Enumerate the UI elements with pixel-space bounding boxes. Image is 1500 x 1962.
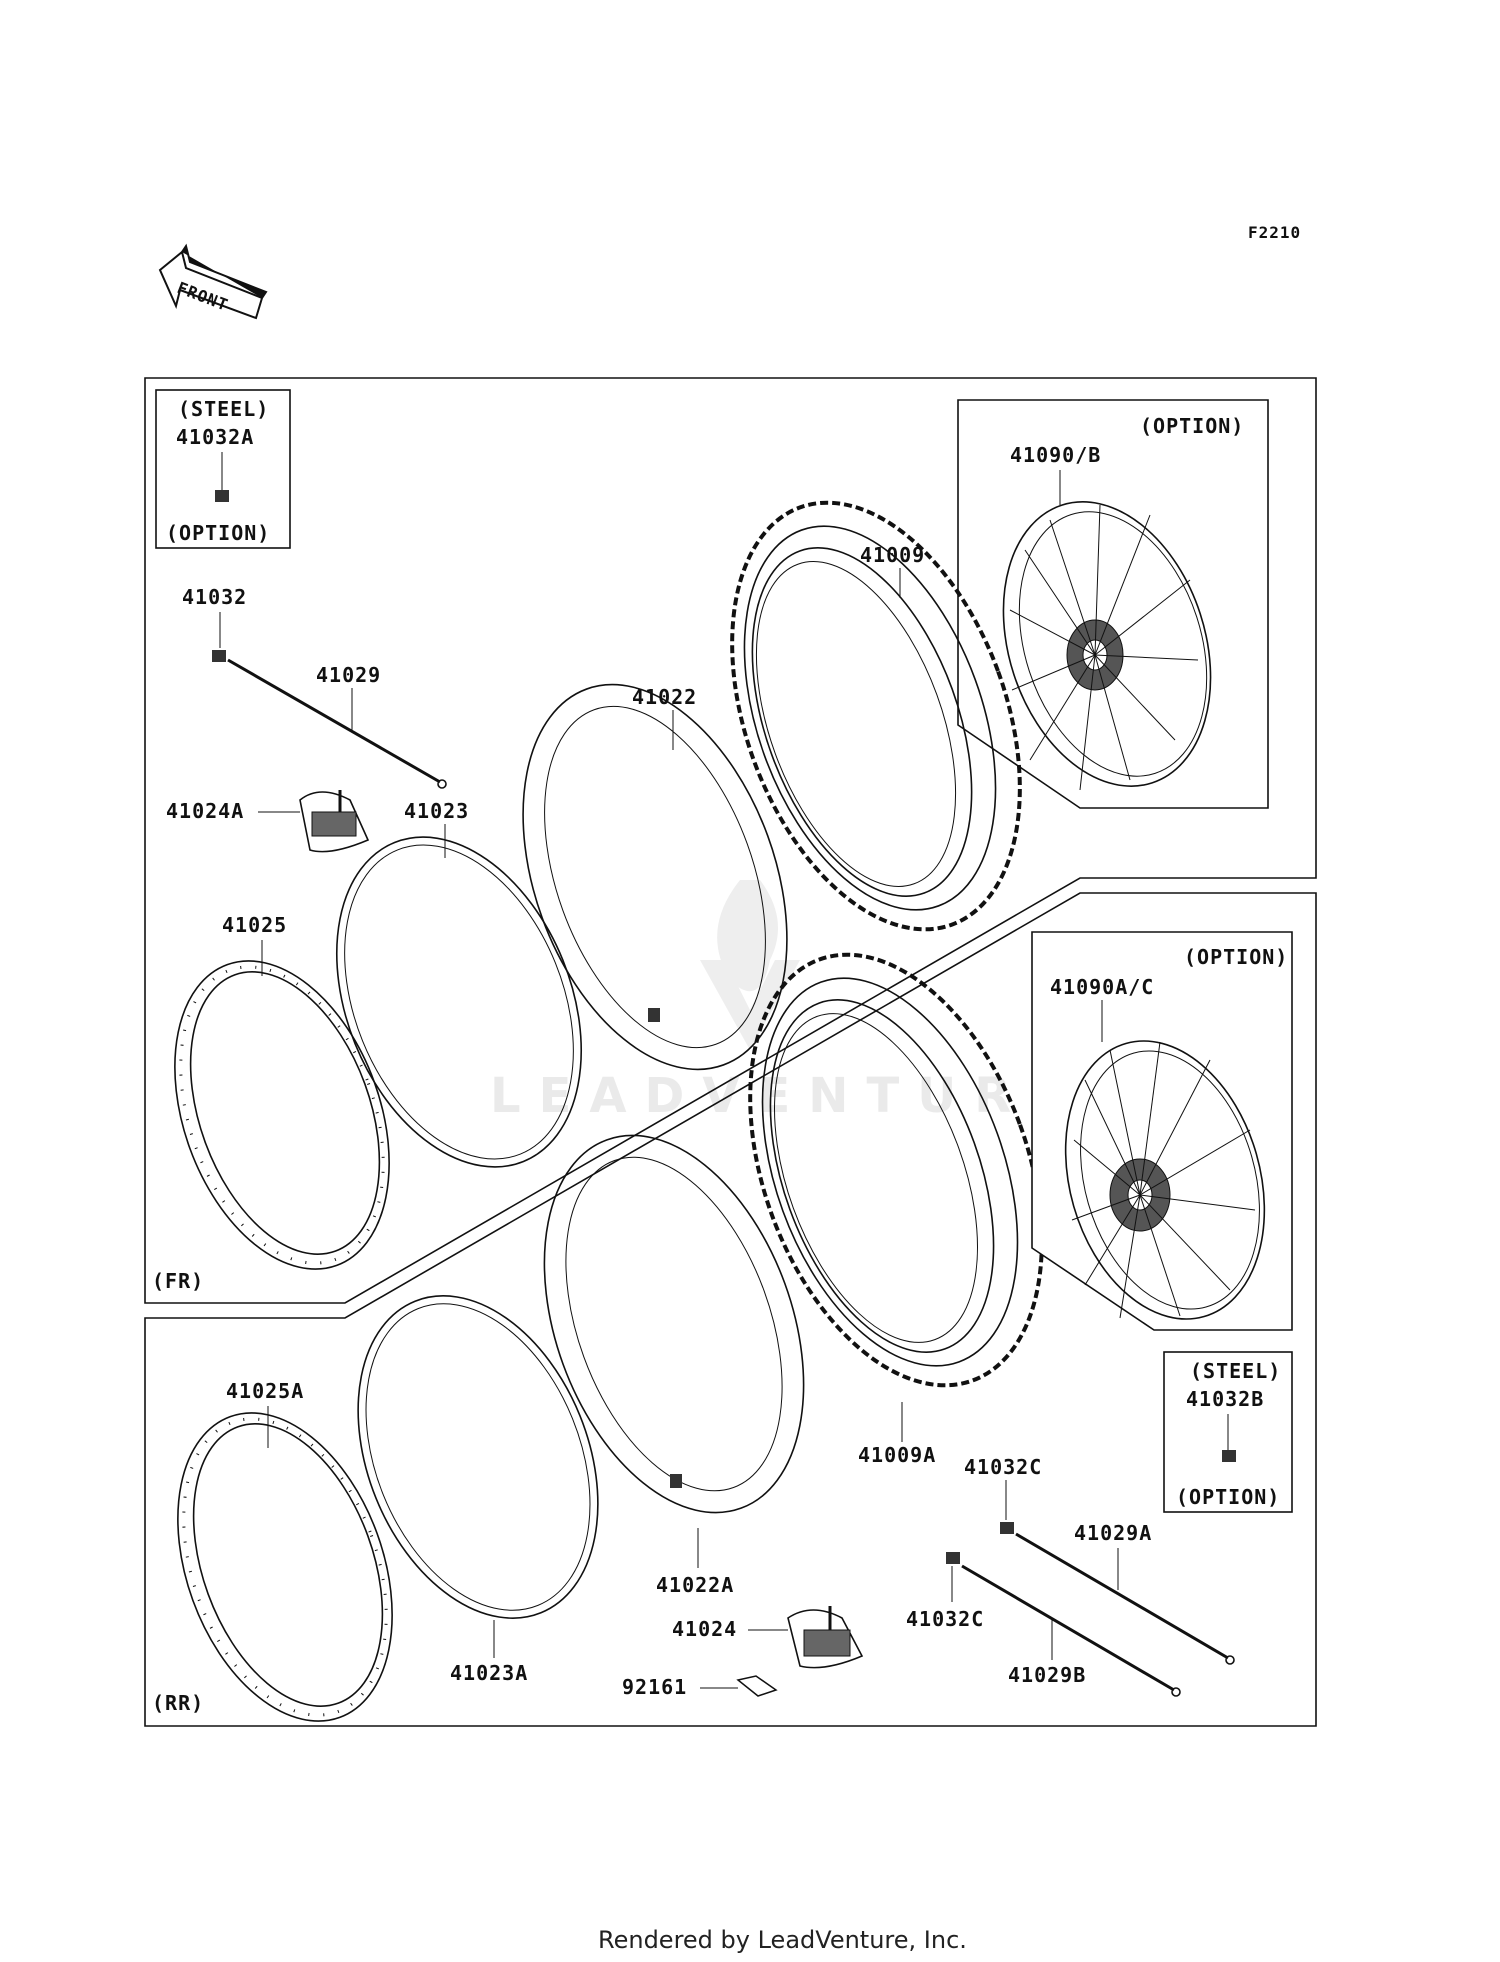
rear-tire-icon — [748, 952, 1044, 1388]
label-41029: 41029 — [316, 663, 381, 687]
rear-spoke-a-icon — [1015, 1532, 1235, 1665]
rear-option-box: (OPTION) 41090A/C — [1031, 931, 1293, 1331]
rim-lock-pad-icon — [736, 1675, 778, 1697]
label-41024A: 41024A — [166, 799, 244, 823]
watermark: LEADVENTURE — [490, 880, 1080, 1124]
front-steel-box: (STEEL) 41032A (OPTION) — [155, 389, 291, 549]
front-option-part: 41090/B — [1010, 443, 1101, 467]
label-41032C-top: 41032C — [964, 1455, 1042, 1479]
front-tube-icon — [522, 683, 788, 1071]
rear-steel-part: 41032B — [1186, 1387, 1264, 1411]
rear-option-tag: (OPTION) — [1184, 945, 1288, 969]
label-41023A: 41023A — [450, 1661, 528, 1685]
label-41029B: 41029B — [1008, 1663, 1086, 1687]
rear-tube-icon — [543, 1134, 805, 1514]
label-41009A: 41009A — [858, 1443, 936, 1467]
label-41025A: 41025A — [226, 1379, 304, 1403]
front-option-tag: (OPTION) — [1140, 414, 1244, 438]
watermark-text: LEADVENTURE — [490, 1068, 1080, 1124]
label-92161: 92161 — [622, 1675, 687, 1699]
rear-steel-option: (OPTION) — [1176, 1485, 1280, 1509]
label-41009: 41009 — [860, 543, 925, 567]
label-41023: 41023 — [404, 799, 469, 823]
rear-valve-stem-icon — [1222, 1414, 1236, 1462]
rear-option-part: 41090A/C — [1050, 975, 1154, 999]
label-41024: 41024 — [672, 1617, 737, 1641]
valve-stem-icon — [215, 452, 229, 502]
front-steel-label: (STEEL) — [178, 397, 269, 421]
label-41022A: 41022A — [656, 1573, 734, 1597]
label-41032C-bottom: 41032C — [906, 1607, 984, 1631]
label-41029A: 41029A — [1074, 1521, 1152, 1545]
front-tire-icon — [730, 500, 1022, 932]
rear-rim-band-icon — [357, 1295, 599, 1619]
diagram-code: F2210 — [1248, 223, 1301, 242]
rear-nipple-icon-bottom — [946, 1552, 960, 1564]
label-41022: 41022 — [632, 685, 697, 709]
rear-wheel-icon — [1064, 1040, 1266, 1320]
label-41025: 41025 — [222, 913, 287, 937]
rear-steel-label: (STEEL) — [1190, 1359, 1281, 1383]
rear-nipple-icon-top — [1000, 1522, 1014, 1534]
rear-rim-lock-icon — [787, 1606, 864, 1669]
front-section-frame — [144, 377, 1317, 1304]
wheel-icon — [1002, 501, 1212, 791]
front-option-box: (OPTION) 41090/B — [957, 399, 1269, 809]
front-steel-part: 41032A — [176, 425, 254, 449]
rear-rim-icon — [177, 1412, 393, 1722]
label-41032: 41032 — [182, 585, 247, 609]
rear-steel-box: (STEEL) 41032B (OPTION) — [1163, 1351, 1293, 1513]
front-spoke-icon — [227, 658, 447, 789]
rear-section-frame — [144, 892, 1317, 1727]
front-rim-icon — [174, 960, 390, 1270]
front-rim-band-icon — [335, 836, 583, 1168]
rear-spoke-b-icon — [961, 1564, 1181, 1697]
front-arrow-icon: FRONT — [158, 243, 268, 320]
rear-section-tag: (RR) — [152, 1691, 204, 1715]
front-section-tag: (FR) — [152, 1269, 204, 1293]
front-rim-lock-icon — [299, 790, 370, 853]
front-steel-option: (OPTION) — [166, 521, 270, 545]
front-nipple-icon — [212, 650, 226, 662]
footer-credit: Rendered by LeadVenture, Inc. — [598, 1926, 967, 1954]
